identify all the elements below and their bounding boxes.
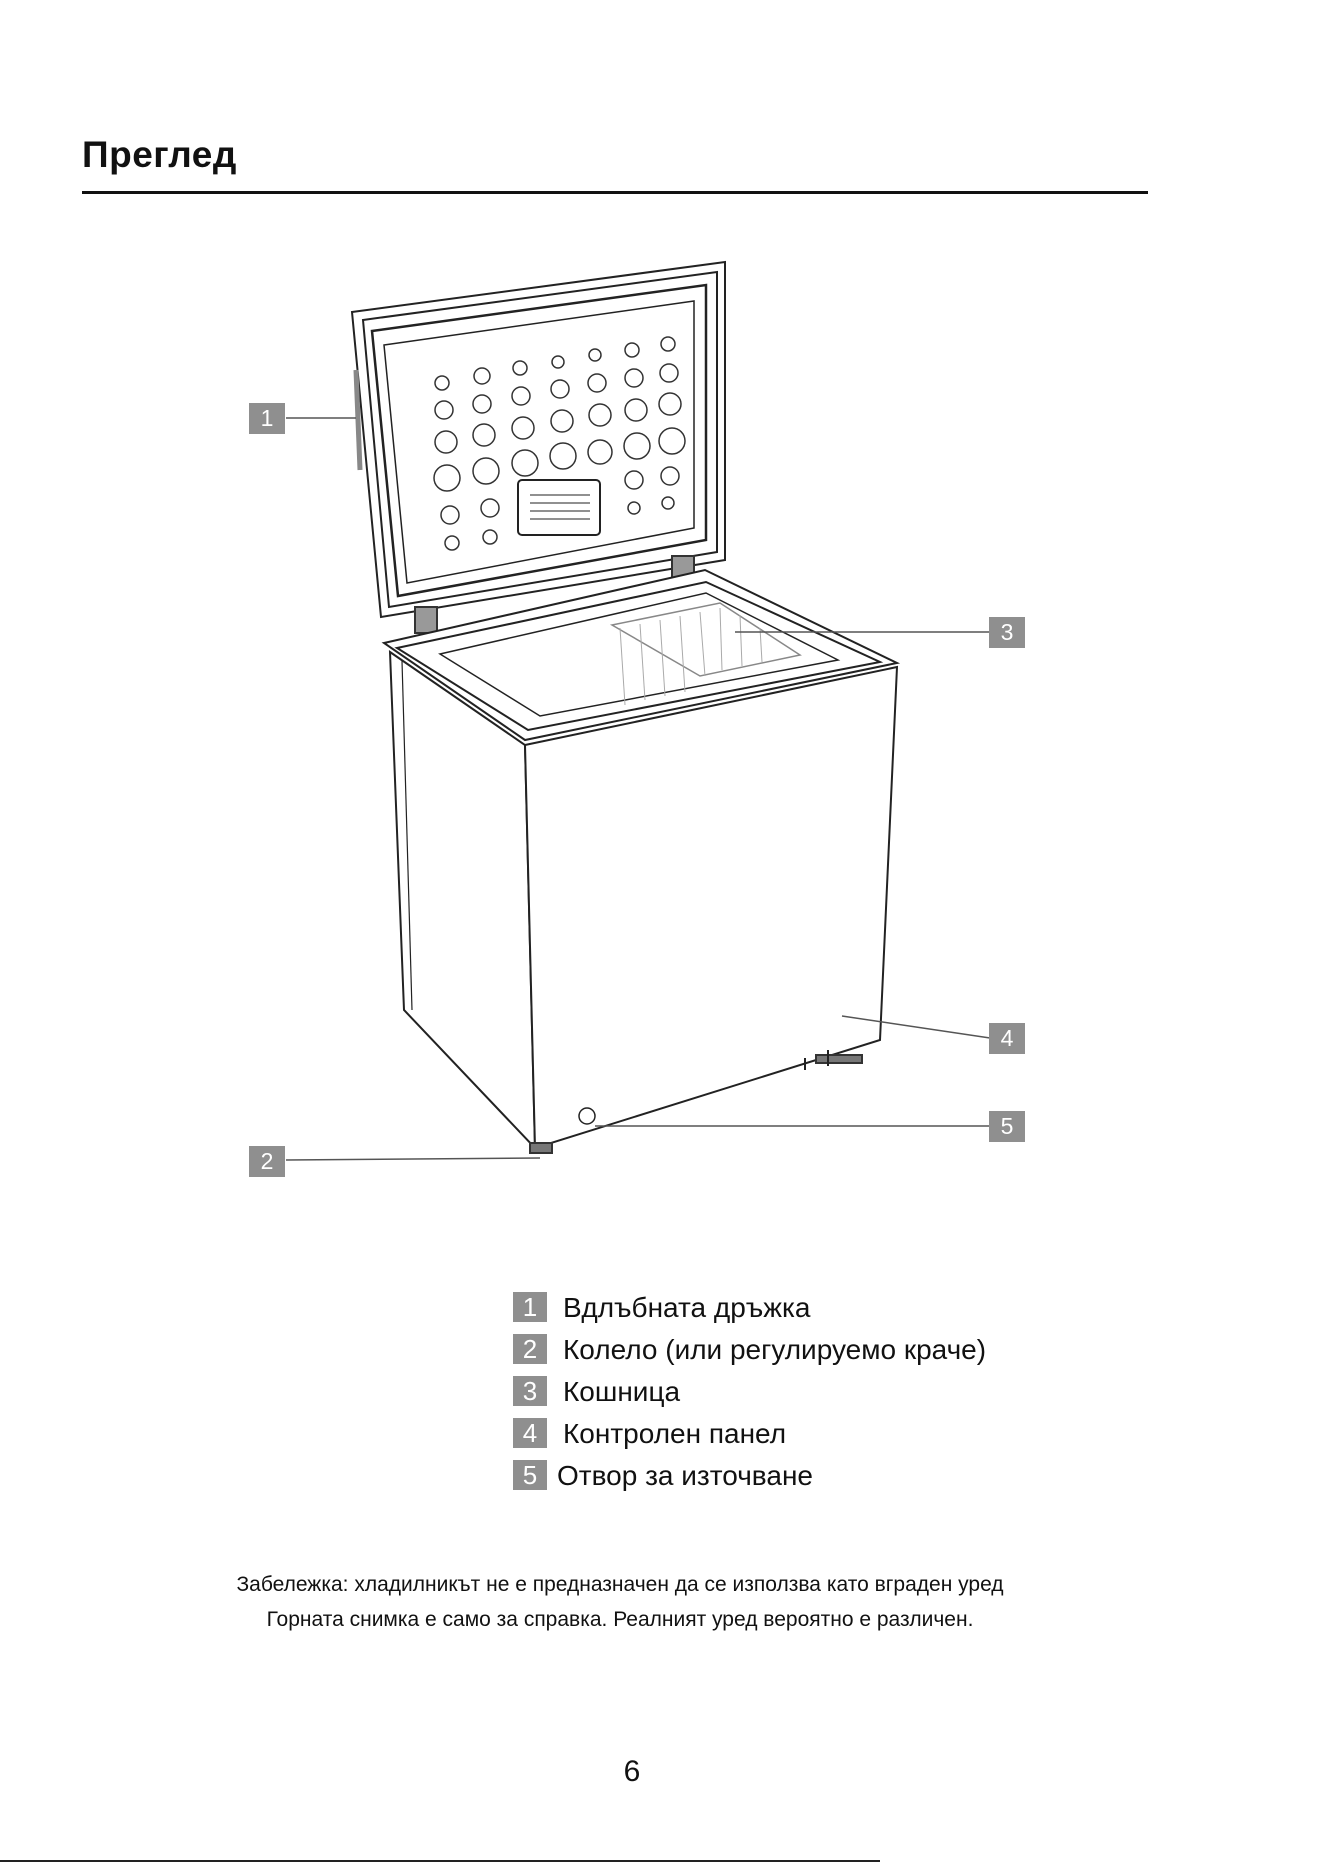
note-line-2: Горната снимка е само за справка. Реални…	[0, 1606, 1240, 1634]
legend-number: 2	[513, 1334, 547, 1364]
page-number: 6	[0, 1755, 1264, 1789]
legend-label: Кошница	[563, 1374, 680, 1410]
chest-freezer-illustration	[0, 0, 1324, 1250]
note-line-1: Забележка: хладилникът не е предназначен…	[0, 1571, 1240, 1599]
legend-number: 3	[513, 1376, 547, 1406]
callout-1: 1	[249, 403, 285, 434]
callout-2: 2	[249, 1146, 285, 1177]
legend-label: Контролен панел	[563, 1416, 786, 1452]
legend-label: Вдлъбната дръжка	[563, 1290, 810, 1326]
legend-number: 4	[513, 1418, 547, 1448]
legend-number: 5	[513, 1460, 547, 1490]
callout-5: 5	[989, 1111, 1025, 1142]
footer-divider	[0, 1860, 880, 1862]
legend-label: Колело (или регулируемо краче)	[563, 1332, 986, 1368]
legend-label: Отвор за източване	[557, 1458, 813, 1494]
legend-number: 1	[513, 1292, 547, 1322]
callout-4: 4	[989, 1023, 1025, 1054]
callout-3: 3	[989, 617, 1025, 648]
